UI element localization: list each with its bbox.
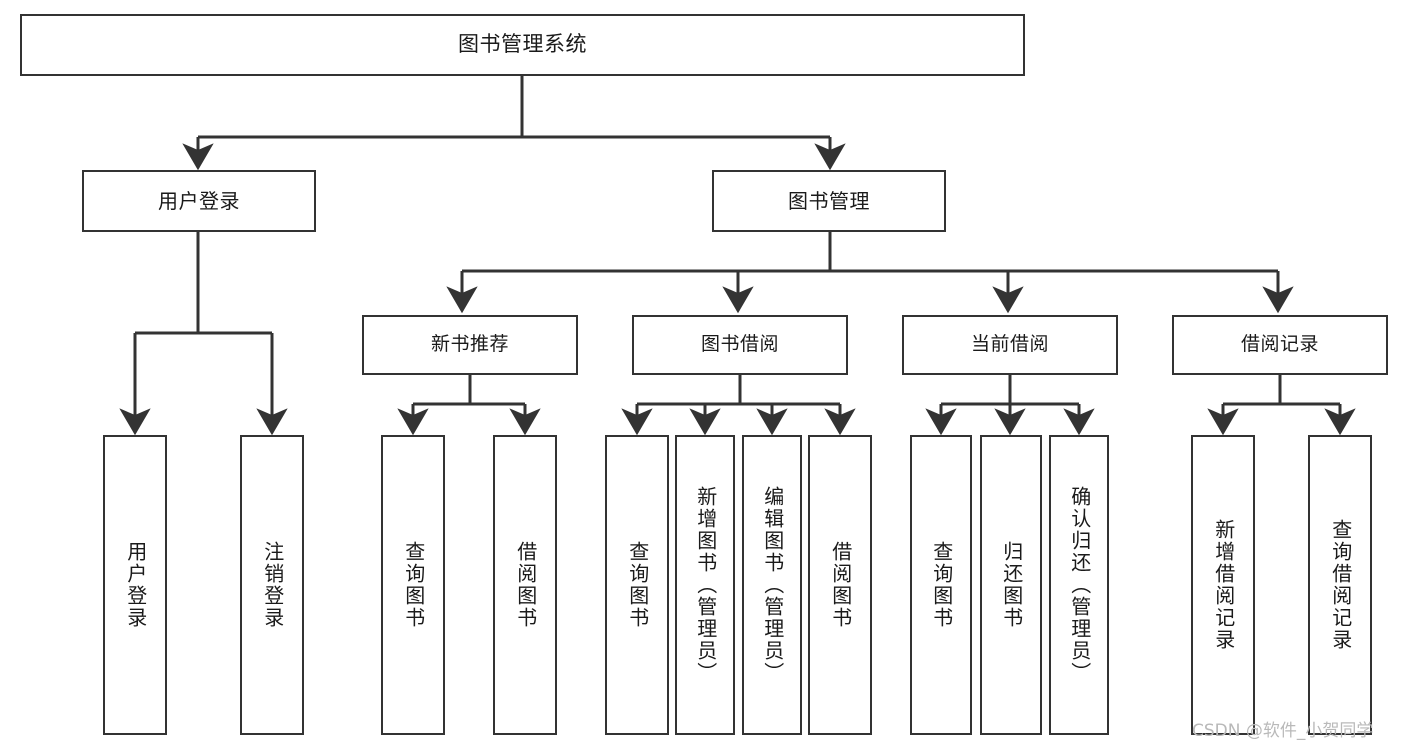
leaf-borrow-book-1-label: 借阅图书 <box>513 541 538 629</box>
node-new-book-recommend-label: 新书推荐 <box>430 333 509 356</box>
node-book-borrow-label: 图书借阅 <box>700 333 779 356</box>
leaf-edit-book-label: 编辑图书（管理员） <box>760 486 785 684</box>
leaf-edit-book[interactable]: 编辑图书（管理员） <box>742 435 802 735</box>
node-new-book-recommend[interactable]: 新书推荐 <box>362 315 578 375</box>
node-current-borrow-label: 当前借阅 <box>970 333 1049 356</box>
leaf-query-book-1-label: 查询图书 <box>401 541 426 629</box>
leaf-query-book-2[interactable]: 查询图书 <box>605 435 669 735</box>
leaf-query-book-2-label: 查询图书 <box>625 541 650 629</box>
leaf-query-record[interactable]: 查询借阅记录 <box>1308 435 1372 735</box>
node-current-borrow[interactable]: 当前借阅 <box>902 315 1118 375</box>
leaf-add-record-label: 新增借阅记录 <box>1211 519 1236 651</box>
node-book-management[interactable]: 图书管理 <box>712 170 946 232</box>
leaf-confirm-return-label: 确认归还（管理员） <box>1067 486 1092 684</box>
leaf-user-login-label: 用户登录 <box>123 541 148 629</box>
leaf-query-book-1[interactable]: 查询图书 <box>381 435 445 735</box>
leaf-add-record[interactable]: 新增借阅记录 <box>1191 435 1255 735</box>
leaf-add-book-label: 新增图书（管理员） <box>693 486 718 684</box>
leaf-borrow-book-1[interactable]: 借阅图书 <box>493 435 557 735</box>
leaf-logout[interactable]: 注销登录 <box>240 435 304 735</box>
leaf-borrow-book-2-label: 借阅图书 <box>828 541 853 629</box>
leaf-confirm-return[interactable]: 确认归还（管理员） <box>1049 435 1109 735</box>
node-user-login-label: 用户登录 <box>158 188 240 213</box>
leaf-return-book[interactable]: 归还图书 <box>980 435 1042 735</box>
leaf-return-book-label: 归还图书 <box>999 541 1024 629</box>
node-book-management-label: 图书管理 <box>788 188 870 213</box>
node-root[interactable]: 图书管理系统 <box>20 14 1025 76</box>
leaf-borrow-book-2[interactable]: 借阅图书 <box>808 435 872 735</box>
node-book-borrow[interactable]: 图书借阅 <box>632 315 848 375</box>
leaf-query-record-label: 查询借阅记录 <box>1328 519 1353 651</box>
leaf-query-book-3-label: 查询图书 <box>929 541 954 629</box>
node-borrow-record-label: 借阅记录 <box>1240 333 1319 356</box>
leaf-user-login[interactable]: 用户登录 <box>103 435 167 735</box>
leaf-add-book[interactable]: 新增图书（管理员） <box>675 435 735 735</box>
leaf-query-book-3[interactable]: 查询图书 <box>910 435 972 735</box>
node-user-login[interactable]: 用户登录 <box>82 170 316 232</box>
node-root-label: 图书管理系统 <box>458 32 587 57</box>
node-borrow-record[interactable]: 借阅记录 <box>1172 315 1388 375</box>
csdn-watermark: CSDN @软件_小贺同学 <box>1192 721 1374 741</box>
leaf-logout-label: 注销登录 <box>260 541 285 629</box>
